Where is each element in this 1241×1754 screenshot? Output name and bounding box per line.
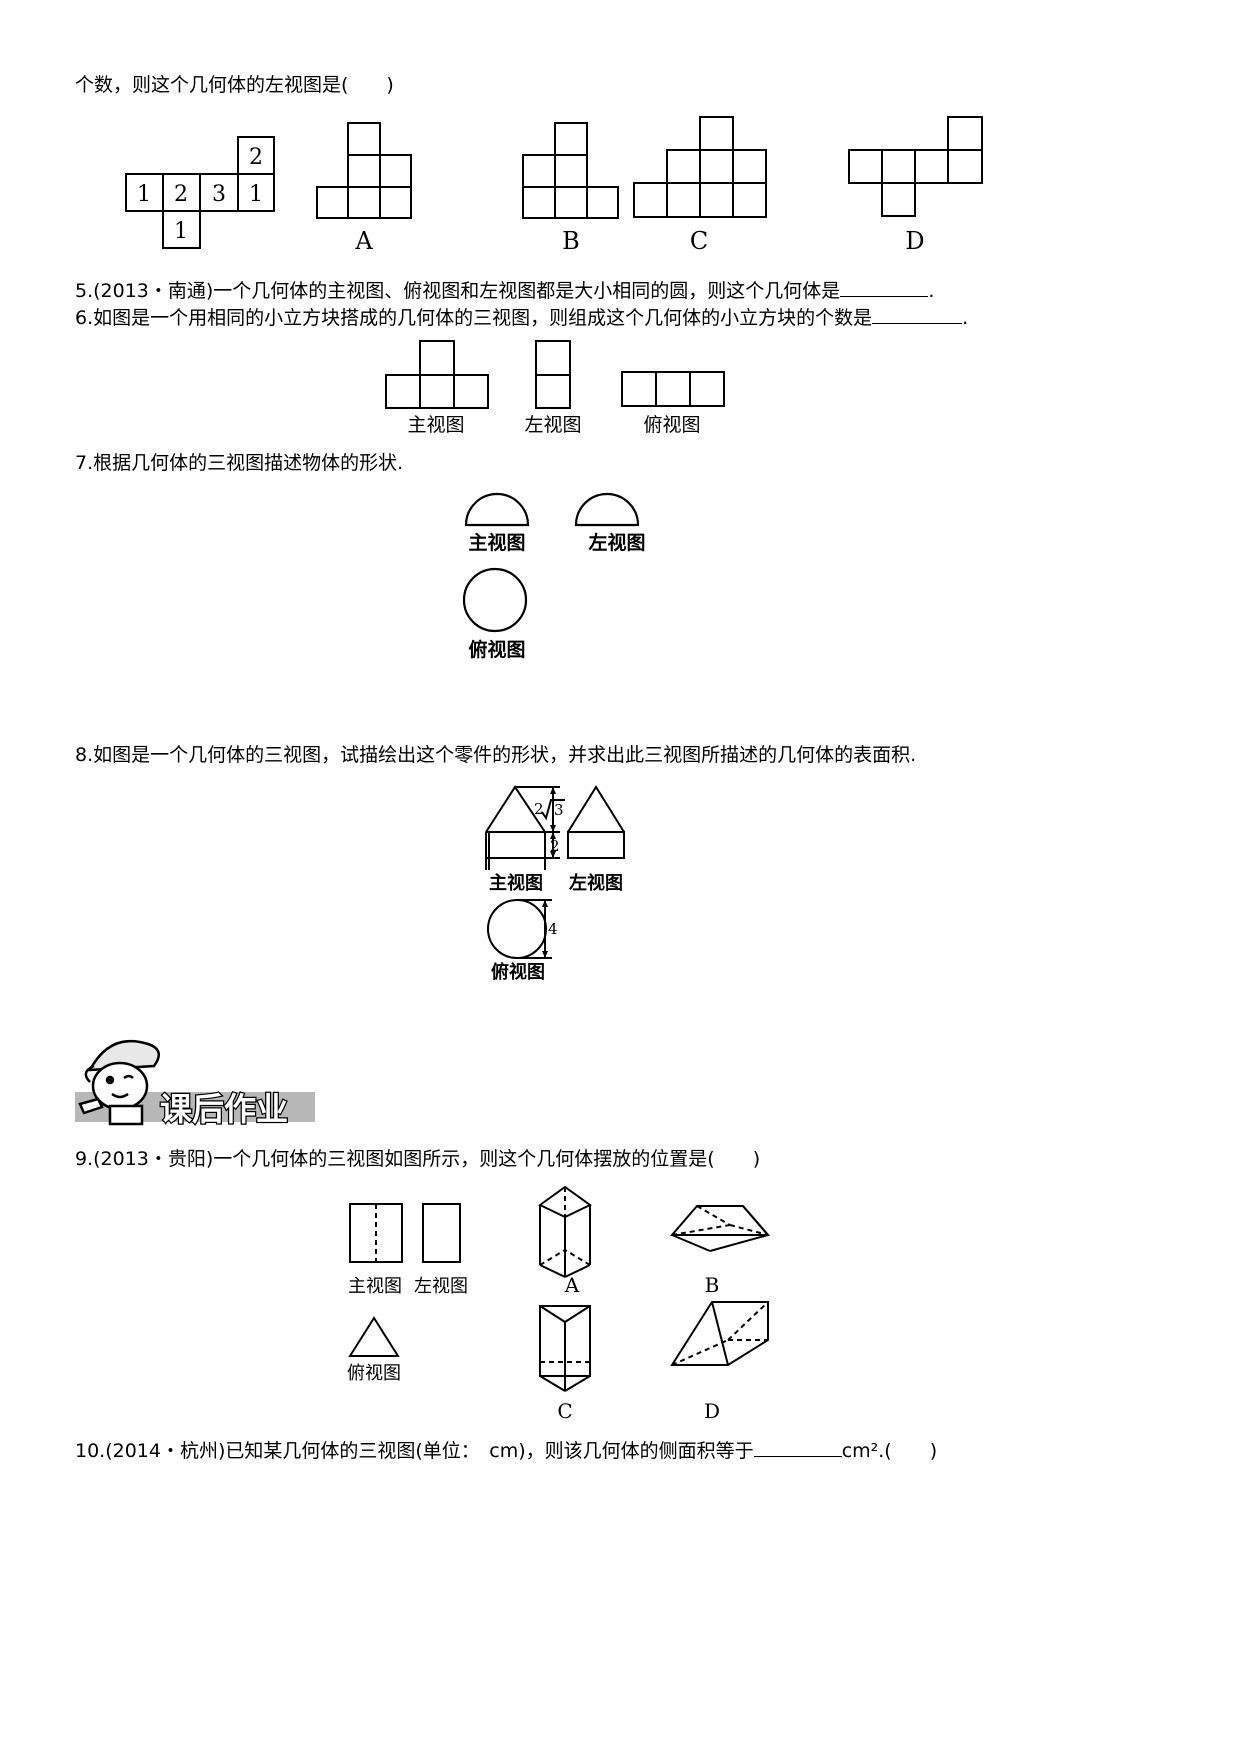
option-a-label: A [354,227,373,255]
q4-text: 个数，则这个几何体的左视图是( ) [75,74,394,96]
q5-prefix: 5.(2013・南通)一个几何体的主视图、俯视图和左视图都是大小相同的圆，则这个… [75,280,841,302]
option-d-label: D [704,1399,720,1423]
option-a-label: A [564,1273,580,1297]
dim-top-coef: 2 [534,800,544,818]
q10-prefix: 10.(2014・杭州)已知某几何体的三视图(单位： cm)，则该几何体的侧面积… [75,1440,754,1462]
grid-number: 2 [174,182,188,207]
q6-suffix: . [962,307,969,329]
q5-text: 5.(2013・南通)一个几何体的主视图、俯视图和左视图都是大小相同的圆，则这个… [75,276,934,304]
q6-answer-blank[interactable] [872,303,963,324]
q9-figures: 主视图 左视图 俯视图 A B C D [347,1185,771,1423]
q8-figures: 2 3 2 4 主视图 左视图 俯视图 [485,785,625,983]
q6-prefix: 6.如图是一个用相同的小立方块搭成的几何体的三视图，则组成这个几何体的小立方块的… [75,307,873,329]
q9-text: 9.(2013・贵阳)一个几何体的三视图如图所示，则这个几何体摆放的位置是( ) [75,1148,761,1170]
front-view-label: 主视图 [489,872,543,894]
left-view-label: 左视图 [569,872,623,894]
dim-diameter: 4 [548,920,558,938]
top-view-label: 俯视图 [643,414,700,436]
grid-number: 2 [249,145,263,170]
top-view-label: 俯视图 [468,638,525,661]
option-c-label: C [557,1399,572,1423]
dim-mid: 2 [550,837,560,855]
left-view-label: 左视图 [414,1276,468,1297]
q6-text: 6.如图是一个用相同的小立方块搭成的几何体的三视图，则组成这个几何体的小立方块的… [75,303,968,331]
grid-number: 1 [174,219,188,244]
banner-text: 课后作业 [160,1090,288,1128]
option-c-label: C [690,227,708,255]
q6-figures: 主视图 左视图 俯视图 [385,340,725,436]
q7-text: 7.根据几何体的三视图描述物体的形状. [75,452,404,474]
cartoon-boy-icon [78,1039,161,1126]
option-d-label: D [905,227,924,255]
left-view-label: 左视图 [524,414,581,436]
front-view-label: 主视图 [468,531,525,554]
homework-banner: 课后作业 [75,1039,315,1129]
q10-unit: cm² [841,1440,879,1462]
grid-number: 1 [137,182,151,207]
q8-text: 8.如图是一个几何体的三视图，试描绘出这个零件的形状，并求出此三视图所描述的几何… [75,744,917,766]
grid-number: 1 [249,182,263,207]
option-b-label: B [705,1273,720,1297]
grid-number: 3 [212,182,226,207]
q4-figures: 2 1 2 3 1 1 A B C D [125,116,983,255]
option-b-label: B [562,227,580,255]
front-view-label: 主视图 [407,414,464,436]
left-view-label: 左视图 [588,531,645,554]
dim-top-root: 3 [554,801,564,819]
q5-suffix: . [928,280,935,302]
front-view-label: 主视图 [348,1276,402,1297]
top-view-label: 俯视图 [347,1363,401,1384]
q10-suffix: .( ) [878,1440,938,1462]
q7-figures: 主视图 左视图 俯视图 [462,492,646,661]
q10-answer-blank[interactable] [753,1436,842,1457]
q10-text: 10.(2014・杭州)已知某几何体的三视图(单位： cm)，则该几何体的侧面积… [75,1436,937,1464]
top-view-label: 俯视图 [491,961,545,983]
q5-answer-blank[interactable] [840,276,929,297]
